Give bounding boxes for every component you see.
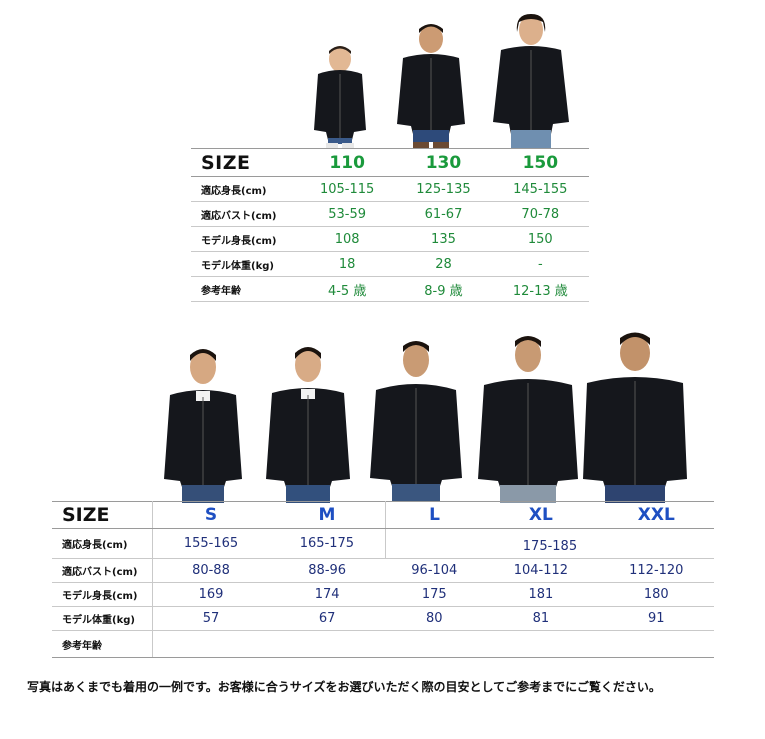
cell: 125-135: [395, 176, 492, 202]
row-label: 適応身長(cm): [52, 528, 153, 559]
cell: 108: [299, 226, 396, 252]
cell: 81: [483, 606, 599, 631]
adult-size-xxl: XXL: [598, 501, 714, 529]
model-photo-m: [266, 343, 350, 503]
kids-size-130: 130: [395, 148, 492, 177]
cell: 61-67: [395, 201, 492, 227]
adult-size-l: L: [385, 501, 484, 529]
adult-size-s: S: [152, 501, 269, 529]
cell: 175: [385, 582, 484, 607]
cell: -: [491, 251, 589, 277]
cell: 150: [491, 226, 589, 252]
model-photo-s: [162, 345, 244, 503]
cell: 155-165: [152, 528, 269, 559]
row-label: モデル体重(kg): [52, 606, 153, 631]
model-photo-l: [370, 338, 462, 502]
kids-row-model-height: モデル身長(cm) 108 135 150: [191, 226, 589, 252]
adult-row-model-weight: モデル体重(kg) 57 67 80 81 91: [52, 606, 714, 631]
kids-size-150: 150: [491, 148, 589, 177]
cell: 12-13 歳: [491, 276, 589, 302]
model-photo-110: [308, 44, 372, 148]
row-label: 参考年齢: [191, 276, 299, 302]
kids-size-label: SIZE: [191, 148, 299, 177]
cell-merged: 175-185: [385, 528, 714, 559]
row-label: 参考年齢: [52, 630, 153, 658]
model-photo-130: [393, 22, 469, 148]
cell: 180: [598, 582, 714, 607]
row-label: モデル身長(cm): [52, 582, 153, 607]
adult-row-age: 参考年齢: [52, 630, 714, 658]
cell: 53-59: [299, 201, 396, 227]
adult-size-table: SIZE S M L XL XXL 適応身長(cm) 155-165 165-1…: [52, 501, 714, 658]
cell: 145-155: [491, 176, 589, 202]
cell: 135: [395, 226, 492, 252]
cell: 57: [152, 606, 269, 631]
row-label: 適応バスト(cm): [191, 201, 299, 227]
cell: 80-88: [152, 558, 269, 583]
cell: 67: [268, 606, 386, 631]
adult-row-model-height: モデル身長(cm) 169 174 175 181 180: [52, 582, 714, 607]
cell: 165-175: [268, 528, 386, 559]
cell-empty: [152, 630, 714, 658]
adult-header-row: SIZE S M L XL XXL: [52, 501, 714, 529]
kids-size-table: SIZE 110 130 150 適応身長(cm) 105-115 125-13…: [191, 148, 589, 302]
model-photo-150: [491, 12, 571, 148]
row-label: モデル体重(kg): [191, 251, 299, 277]
cell: 112-120: [598, 558, 714, 583]
cell: 104-112: [483, 558, 599, 583]
cell: 28: [395, 251, 492, 277]
cell: 91: [598, 606, 714, 631]
row-label: モデル身長(cm): [191, 226, 299, 252]
cell: 96-104: [385, 558, 484, 583]
cell: 105-115: [299, 176, 396, 202]
model-photo-xl: [478, 333, 578, 503]
adult-row-bust: 適応バスト(cm) 80-88 88-96 96-104 104-112 112…: [52, 558, 714, 583]
cell: 70-78: [491, 201, 589, 227]
footnote: 写真はあくまでも着用の一例です。お客様に合うサイズをお選びいただく際の目安として…: [27, 680, 661, 694]
cell: 88-96: [268, 558, 386, 583]
row-label: 適応バスト(cm): [52, 558, 153, 583]
cell: 80: [385, 606, 484, 631]
kids-header-row: SIZE 110 130 150: [191, 148, 589, 177]
cell: 174: [268, 582, 386, 607]
adult-size-xl: XL: [483, 501, 599, 529]
cell: 4-5 歳: [299, 276, 396, 302]
adult-size-m: M: [268, 501, 386, 529]
adult-row-height: 適応身長(cm) 155-165 165-175 175-185: [52, 528, 714, 559]
kids-row-age: 参考年齢 4-5 歳 8-9 歳 12-13 歳: [191, 276, 589, 302]
cell: 8-9 歳: [395, 276, 492, 302]
row-label: 適応身長(cm): [191, 176, 299, 202]
cell: 181: [483, 582, 599, 607]
kids-row-model-weight: モデル体重(kg) 18 28 -: [191, 251, 589, 277]
adult-size-label: SIZE: [52, 501, 153, 529]
cell: 169: [152, 582, 269, 607]
kids-row-bust: 適応バスト(cm) 53-59 61-67 70-78: [191, 201, 589, 227]
kids-row-height: 適応身長(cm) 105-115 125-135 145-155: [191, 176, 589, 202]
cell: 18: [299, 251, 396, 277]
kids-size-110: 110: [299, 148, 396, 177]
model-photo-xxl: [583, 329, 687, 503]
